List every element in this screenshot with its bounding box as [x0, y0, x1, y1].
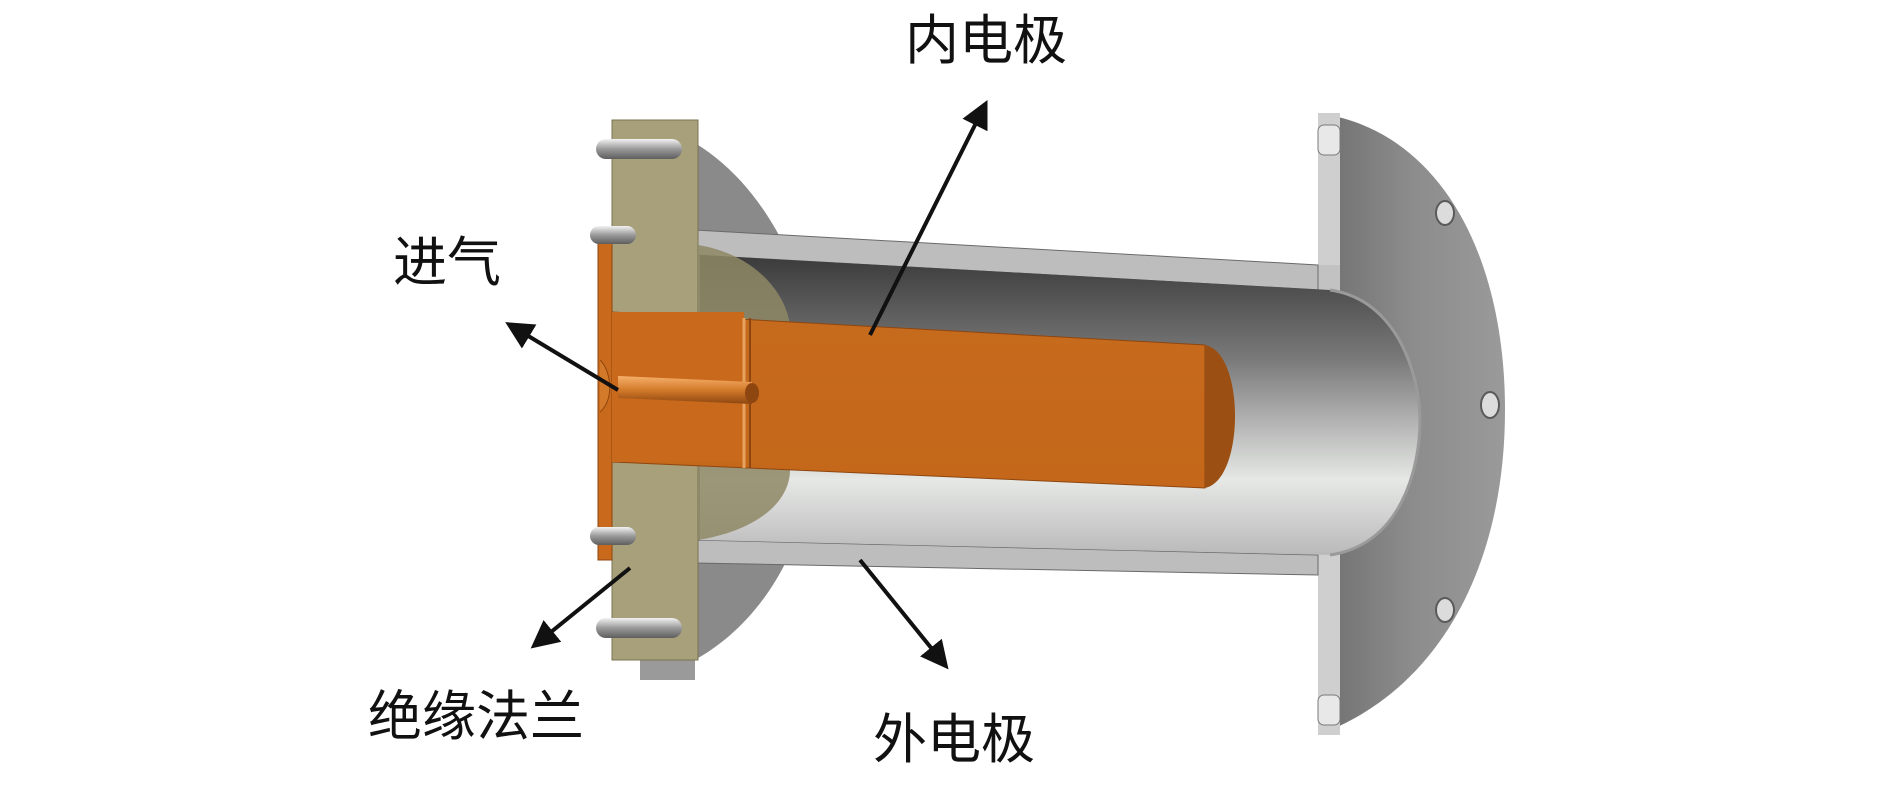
bolt-lower: [590, 527, 636, 545]
arrow-outer-electrode: [858, 558, 949, 670]
bolt-upper: [590, 226, 636, 244]
arrow-gas-inlet: [505, 322, 620, 392]
annotation-arrows: [505, 99, 988, 670]
label-gas-inlet: 进气: [393, 231, 501, 294]
label-insulating-flange: 绝缘法兰: [368, 685, 584, 748]
inner-electrode-body: [597, 229, 1235, 561]
bolt-top: [596, 139, 682, 159]
label-inner-electrode: 内电极: [905, 9, 1067, 72]
bolts: [590, 139, 682, 638]
label-outer-electrode: 外电极: [873, 708, 1035, 771]
arrow-inner-electrode: [868, 99, 988, 336]
bolt-bottom: [596, 618, 682, 638]
arrow-insulating-flange: [530, 566, 632, 649]
